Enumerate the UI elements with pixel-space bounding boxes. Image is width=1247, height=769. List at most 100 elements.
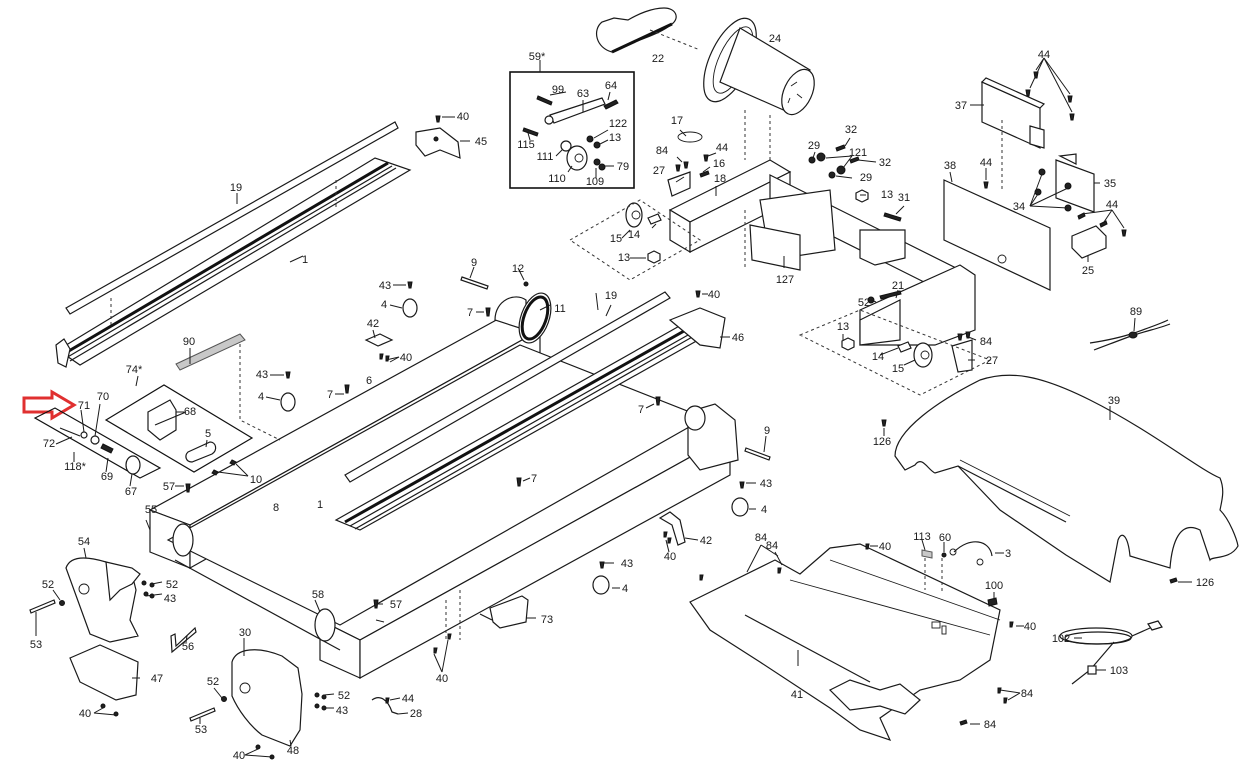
part-label: 40	[879, 541, 891, 553]
part-label: 14	[872, 351, 884, 363]
controller-boards	[943, 71, 1127, 291]
assembly-box-59	[509, 71, 635, 189]
wire-harness-89	[1089, 319, 1171, 351]
part-label: 127	[776, 274, 794, 286]
base-pan-41	[689, 543, 1001, 742]
part-label: 7	[531, 473, 537, 485]
part-label: 44	[1106, 199, 1118, 211]
wire-28	[371, 697, 399, 715]
part-label: 19	[230, 182, 242, 194]
part-label: 37	[955, 100, 967, 112]
left-side-rail	[55, 121, 412, 368]
part-label: 40	[436, 673, 448, 685]
part-label: 126	[1196, 577, 1214, 589]
part-label: 71	[78, 400, 90, 412]
part-label: 55	[145, 504, 157, 516]
part-label: 27	[653, 165, 665, 177]
part-label: 52	[338, 690, 350, 702]
part-label: 12	[512, 263, 524, 275]
part-label: 18	[714, 173, 726, 185]
part-label: 84	[984, 719, 996, 731]
part-label: 13	[837, 321, 849, 333]
part-label: 46	[732, 332, 744, 344]
part-label: 25	[1082, 265, 1094, 277]
part-label: 47	[151, 673, 163, 685]
part-label: 34	[1013, 201, 1025, 213]
part-label: 84	[656, 145, 668, 157]
part-label: 3	[1005, 548, 1011, 560]
part-label: 40	[79, 708, 91, 720]
part-label: 115	[517, 139, 535, 151]
part-label: 72	[43, 438, 55, 450]
part-label: 109	[586, 176, 604, 188]
motor-pulley	[494, 292, 552, 344]
part-label: 59*	[529, 51, 546, 63]
part-label: 28	[410, 708, 422, 720]
part-label: 42	[700, 535, 712, 547]
part-label: 43	[336, 705, 348, 717]
assembly-118-panel	[33, 407, 162, 479]
part-label: 24	[769, 33, 781, 45]
part-label: 69	[101, 471, 113, 483]
part-45-endcap	[415, 115, 461, 159]
part-label: 16	[713, 158, 725, 170]
part-label: 10	[250, 474, 262, 486]
idler-assembly-parts	[522, 95, 619, 171]
part-label: 13	[618, 252, 630, 264]
part-label: 40	[664, 551, 676, 563]
part-label: 40	[457, 111, 469, 123]
part-label: 84	[980, 336, 992, 348]
part-label: 44	[716, 142, 728, 154]
part-label: 122	[609, 118, 627, 130]
part-label: 40	[400, 352, 412, 364]
right-side-rail	[334, 291, 718, 531]
part-label: 39	[1108, 395, 1120, 407]
part-label: 42	[367, 318, 379, 330]
part-73-cover	[479, 595, 529, 629]
part-label: 113	[913, 531, 931, 543]
part-label: 45	[475, 136, 487, 148]
part-label: 60	[939, 532, 951, 544]
drive-belt	[595, 7, 677, 54]
part-label: 1	[302, 254, 308, 266]
isolator-mounts	[280, 281, 749, 595]
part-label: 44	[980, 157, 992, 169]
front-roller-46	[668, 307, 726, 349]
part-label: 54	[78, 536, 90, 548]
part-label: 44	[1038, 49, 1050, 61]
right-endcap-48	[231, 649, 303, 747]
part-label: 29	[808, 140, 820, 152]
part-label: 52	[42, 579, 54, 591]
part-labels: 22 24 59* 99 63 64 115 122 13 111 110 10…	[30, 33, 1214, 762]
wheel-15-upper	[625, 202, 662, 264]
part-label: 9	[764, 425, 770, 437]
part-label: 118*	[64, 461, 87, 473]
part-label: 84	[1021, 688, 1033, 700]
motor-hood-39	[894, 374, 1239, 583]
part-label: 102	[1052, 633, 1070, 645]
part-label: 52	[166, 579, 178, 591]
wheel-15-lower	[841, 290, 973, 373]
part-label: 8	[273, 502, 279, 514]
part-label: 110	[548, 173, 566, 185]
part-label: 29	[860, 172, 872, 184]
part-label: 52	[858, 297, 870, 309]
assembly-74-panel	[104, 384, 254, 476]
part-label: 1	[317, 499, 323, 511]
part-label: 32	[845, 124, 857, 136]
part-label: 4	[761, 504, 767, 516]
part-label: 89	[1130, 306, 1142, 318]
part-label: 30	[239, 627, 251, 639]
drive-motor	[703, 17, 815, 116]
crossmember-hardware	[667, 131, 902, 222]
part-label: 43	[621, 558, 633, 570]
part-label: 4	[258, 391, 264, 403]
part-90-label-strip	[175, 333, 246, 371]
part-label: 32	[879, 157, 891, 169]
part-label: 126	[873, 436, 891, 448]
part-label: 19	[605, 290, 617, 302]
part-label: 74*	[126, 364, 143, 376]
part-label: 58	[312, 589, 324, 601]
part-label: 7	[638, 404, 644, 416]
part-label: 52	[207, 676, 219, 688]
